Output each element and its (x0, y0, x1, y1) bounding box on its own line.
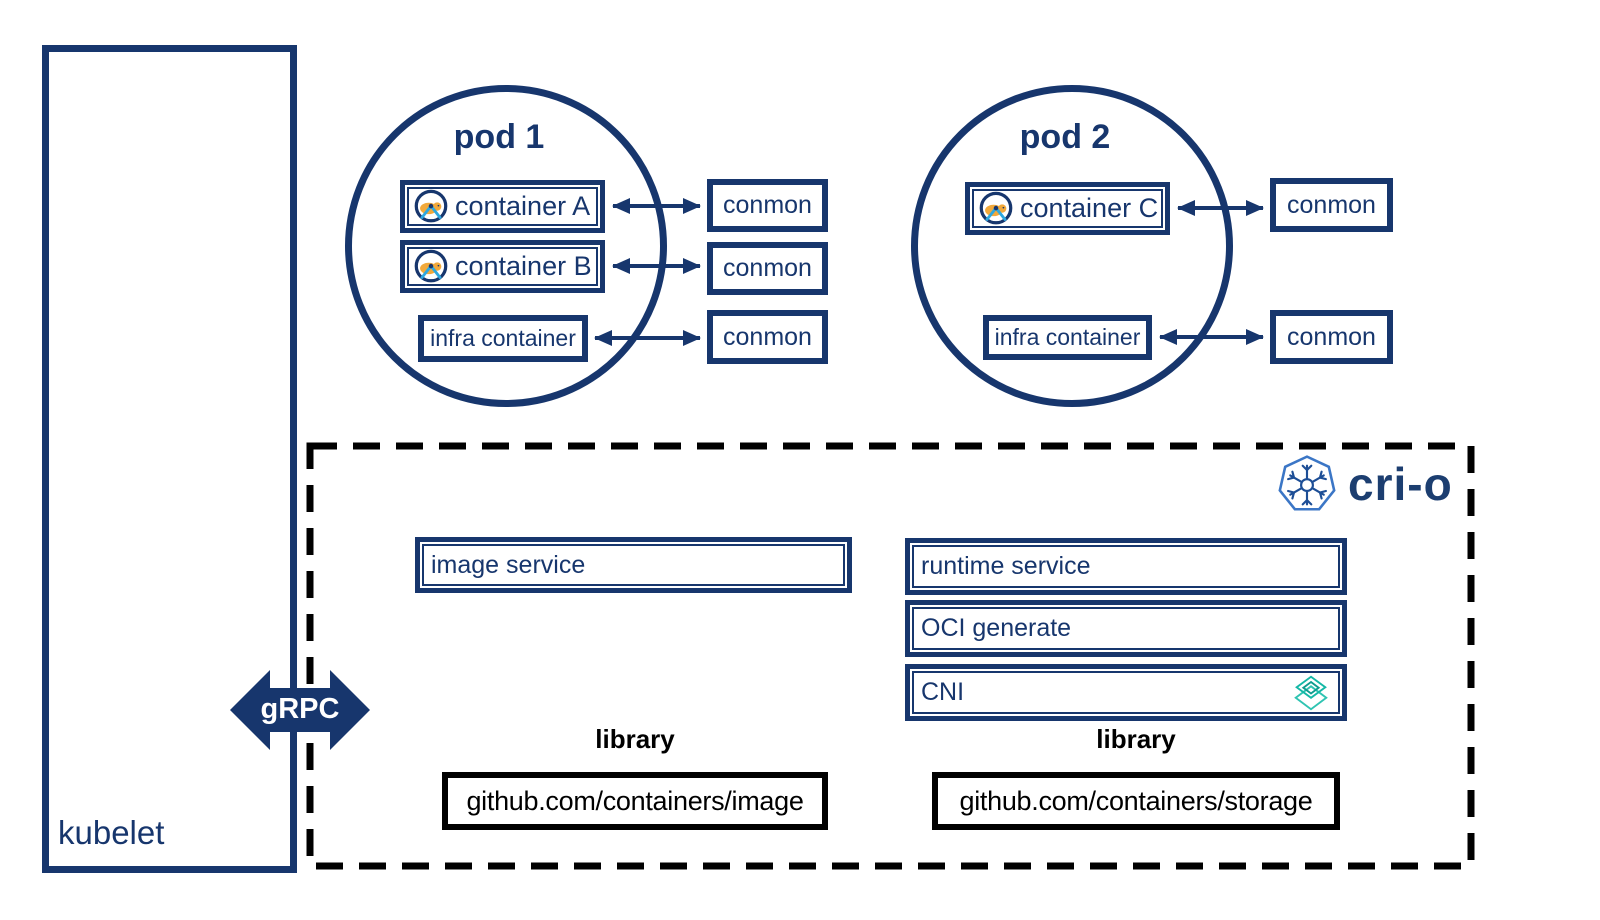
runtime-service-box: runtime service (905, 538, 1347, 595)
repo-label-storage: github.com/containers/storage (959, 785, 1313, 816)
conmon-label: conmon (723, 254, 812, 282)
container-b-box: container B (400, 240, 605, 293)
conmon-box: conmon (1270, 310, 1393, 364)
grpc-label: gRPC (260, 693, 340, 725)
conmon-label: conmon (723, 322, 812, 351)
oci-generate-box: OCI generate (905, 600, 1347, 657)
oci-generate-label: OCI generate (921, 614, 1072, 642)
kubelet-label: kubelet (58, 814, 165, 851)
cni-icon (1294, 675, 1328, 710)
repo-box-image: github.com/containers/image (442, 772, 828, 830)
pod2-circle (911, 85, 1233, 407)
pod1-title: pod 1 (453, 118, 545, 156)
infra-container-label: infra container (430, 325, 576, 351)
conmon-box: conmon (707, 179, 828, 232)
container-a-box-inner: container A (407, 187, 598, 226)
repo-box-storage: github.com/containers/storage (932, 772, 1340, 830)
hamster-wheel-icon (979, 191, 1013, 224)
cni-box-inner: CNI (912, 671, 1340, 714)
infra-container-box-pod2: infra container (983, 315, 1152, 360)
runtime-service-label: runtime service (921, 552, 1091, 580)
conmon-label: conmon (1287, 190, 1376, 219)
image-service-label: image service (431, 550, 586, 579)
container-a-box: container A (400, 180, 605, 233)
image-service-box-inner: image service (422, 544, 845, 586)
infra-container-label: infra container (994, 324, 1141, 350)
crio-logo-text: cri-o (1348, 458, 1453, 510)
oci-generate-box-inner: OCI generate (912, 607, 1340, 650)
conmon-label: conmon (1287, 322, 1376, 351)
container-b-box-inner: container B (407, 247, 598, 286)
kubelet-box (42, 45, 297, 873)
container-c-box-inner: container C (972, 189, 1163, 228)
crio-logo: cri-o (1278, 455, 1453, 513)
runtime-service-box-inner: runtime service (912, 545, 1340, 588)
repo-label-image: github.com/containers/image (466, 785, 804, 816)
hamster-wheel-icon (414, 189, 448, 222)
conmon-box: conmon (1270, 178, 1393, 232)
cni-label: CNI (921, 678, 965, 706)
library-caption-image: library (595, 724, 675, 754)
container-c-box: container C (965, 182, 1170, 235)
hamster-wheel-icon (414, 249, 448, 282)
conmon-box: conmon (707, 242, 828, 295)
container-c-label: container C (1020, 193, 1159, 223)
conmon-box: conmon (707, 310, 828, 364)
conmon-label: conmon (723, 191, 812, 219)
pod2-title: pod 2 (1019, 118, 1111, 156)
pod1-circle (345, 85, 667, 407)
cni-box: CNI (905, 664, 1347, 721)
container-b-label: container B (455, 251, 592, 281)
image-service-box: image service (415, 537, 852, 593)
library-caption-storage: library (1096, 724, 1176, 754)
container-a-label: container A (455, 191, 591, 221)
crio-snowflake-icon (1278, 455, 1336, 511)
infra-container-box-pod1: infra container (418, 315, 588, 362)
